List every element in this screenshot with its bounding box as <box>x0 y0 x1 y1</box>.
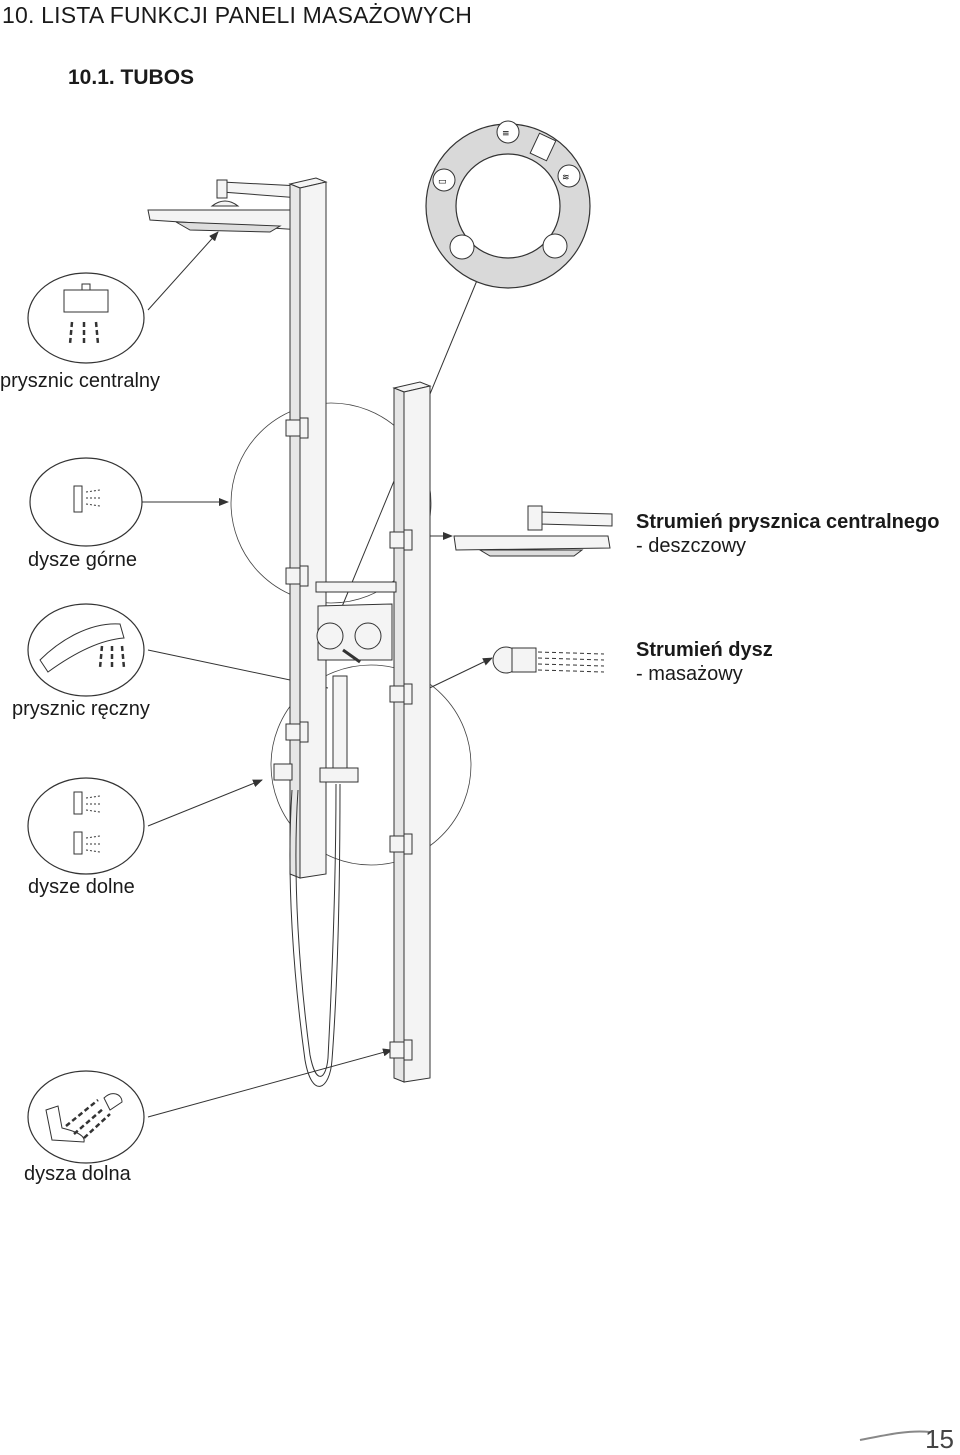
label-dysze-dolne: dysze dolne <box>28 876 135 898</box>
rain-description-subtitle: - deszczowy <box>636 535 747 557</box>
label-dysze-gorne: dysze górne <box>28 549 137 571</box>
svg-text:≋: ≋ <box>562 173 570 183</box>
lower-jets-icon <box>27 777 145 875</box>
rain-shower-head <box>147 179 303 233</box>
body-jets <box>285 417 413 1061</box>
svg-text:▭: ▭ <box>438 177 447 187</box>
rain-description-title: Strumień prysznica centralnego <box>636 511 940 533</box>
upper-jets-zoom-circle <box>230 402 432 604</box>
page-swoosh <box>859 1430 931 1441</box>
massage-description: Strumień dysz - masażowy <box>636 638 773 686</box>
label-prysznic-centralny: prysznic centralny <box>0 370 161 392</box>
selector-knob-detail: ≡ ▭ ≋ <box>425 120 591 289</box>
foot-jet-icon <box>27 1070 145 1164</box>
hand-shower <box>273 675 359 1087</box>
hand-shower-icon <box>27 603 145 697</box>
page-title: 10. LISTA FUNKCJI PANELI MASAŻOWYCH <box>2 2 473 28</box>
label-dysza-dolna: dysza dolna <box>24 1163 131 1185</box>
section-title: 10.1. TUBOS <box>68 66 195 89</box>
shelf-bar <box>315 581 397 593</box>
upper-jets-icon <box>29 457 143 547</box>
mixer-box <box>316 603 393 664</box>
left-column <box>288 177 328 879</box>
right-column <box>392 381 432 1083</box>
svg-text:≡: ≡ <box>502 129 510 139</box>
label-prysznic-reczny: prysznic ręczny <box>12 698 150 720</box>
page-number: 15 <box>925 1424 954 1454</box>
massage-description-subtitle: - masażowy <box>636 663 743 685</box>
massage-description-title: Strumień dysz <box>636 639 773 661</box>
rain-description: Strumień prysznica centralnego - deszczo… <box>636 510 939 558</box>
massage-jet-detail <box>492 646 605 674</box>
rain-shower-detail <box>453 505 613 557</box>
hand-shower-zoom-circle <box>270 664 472 866</box>
overhead-shower-icon <box>27 272 145 364</box>
